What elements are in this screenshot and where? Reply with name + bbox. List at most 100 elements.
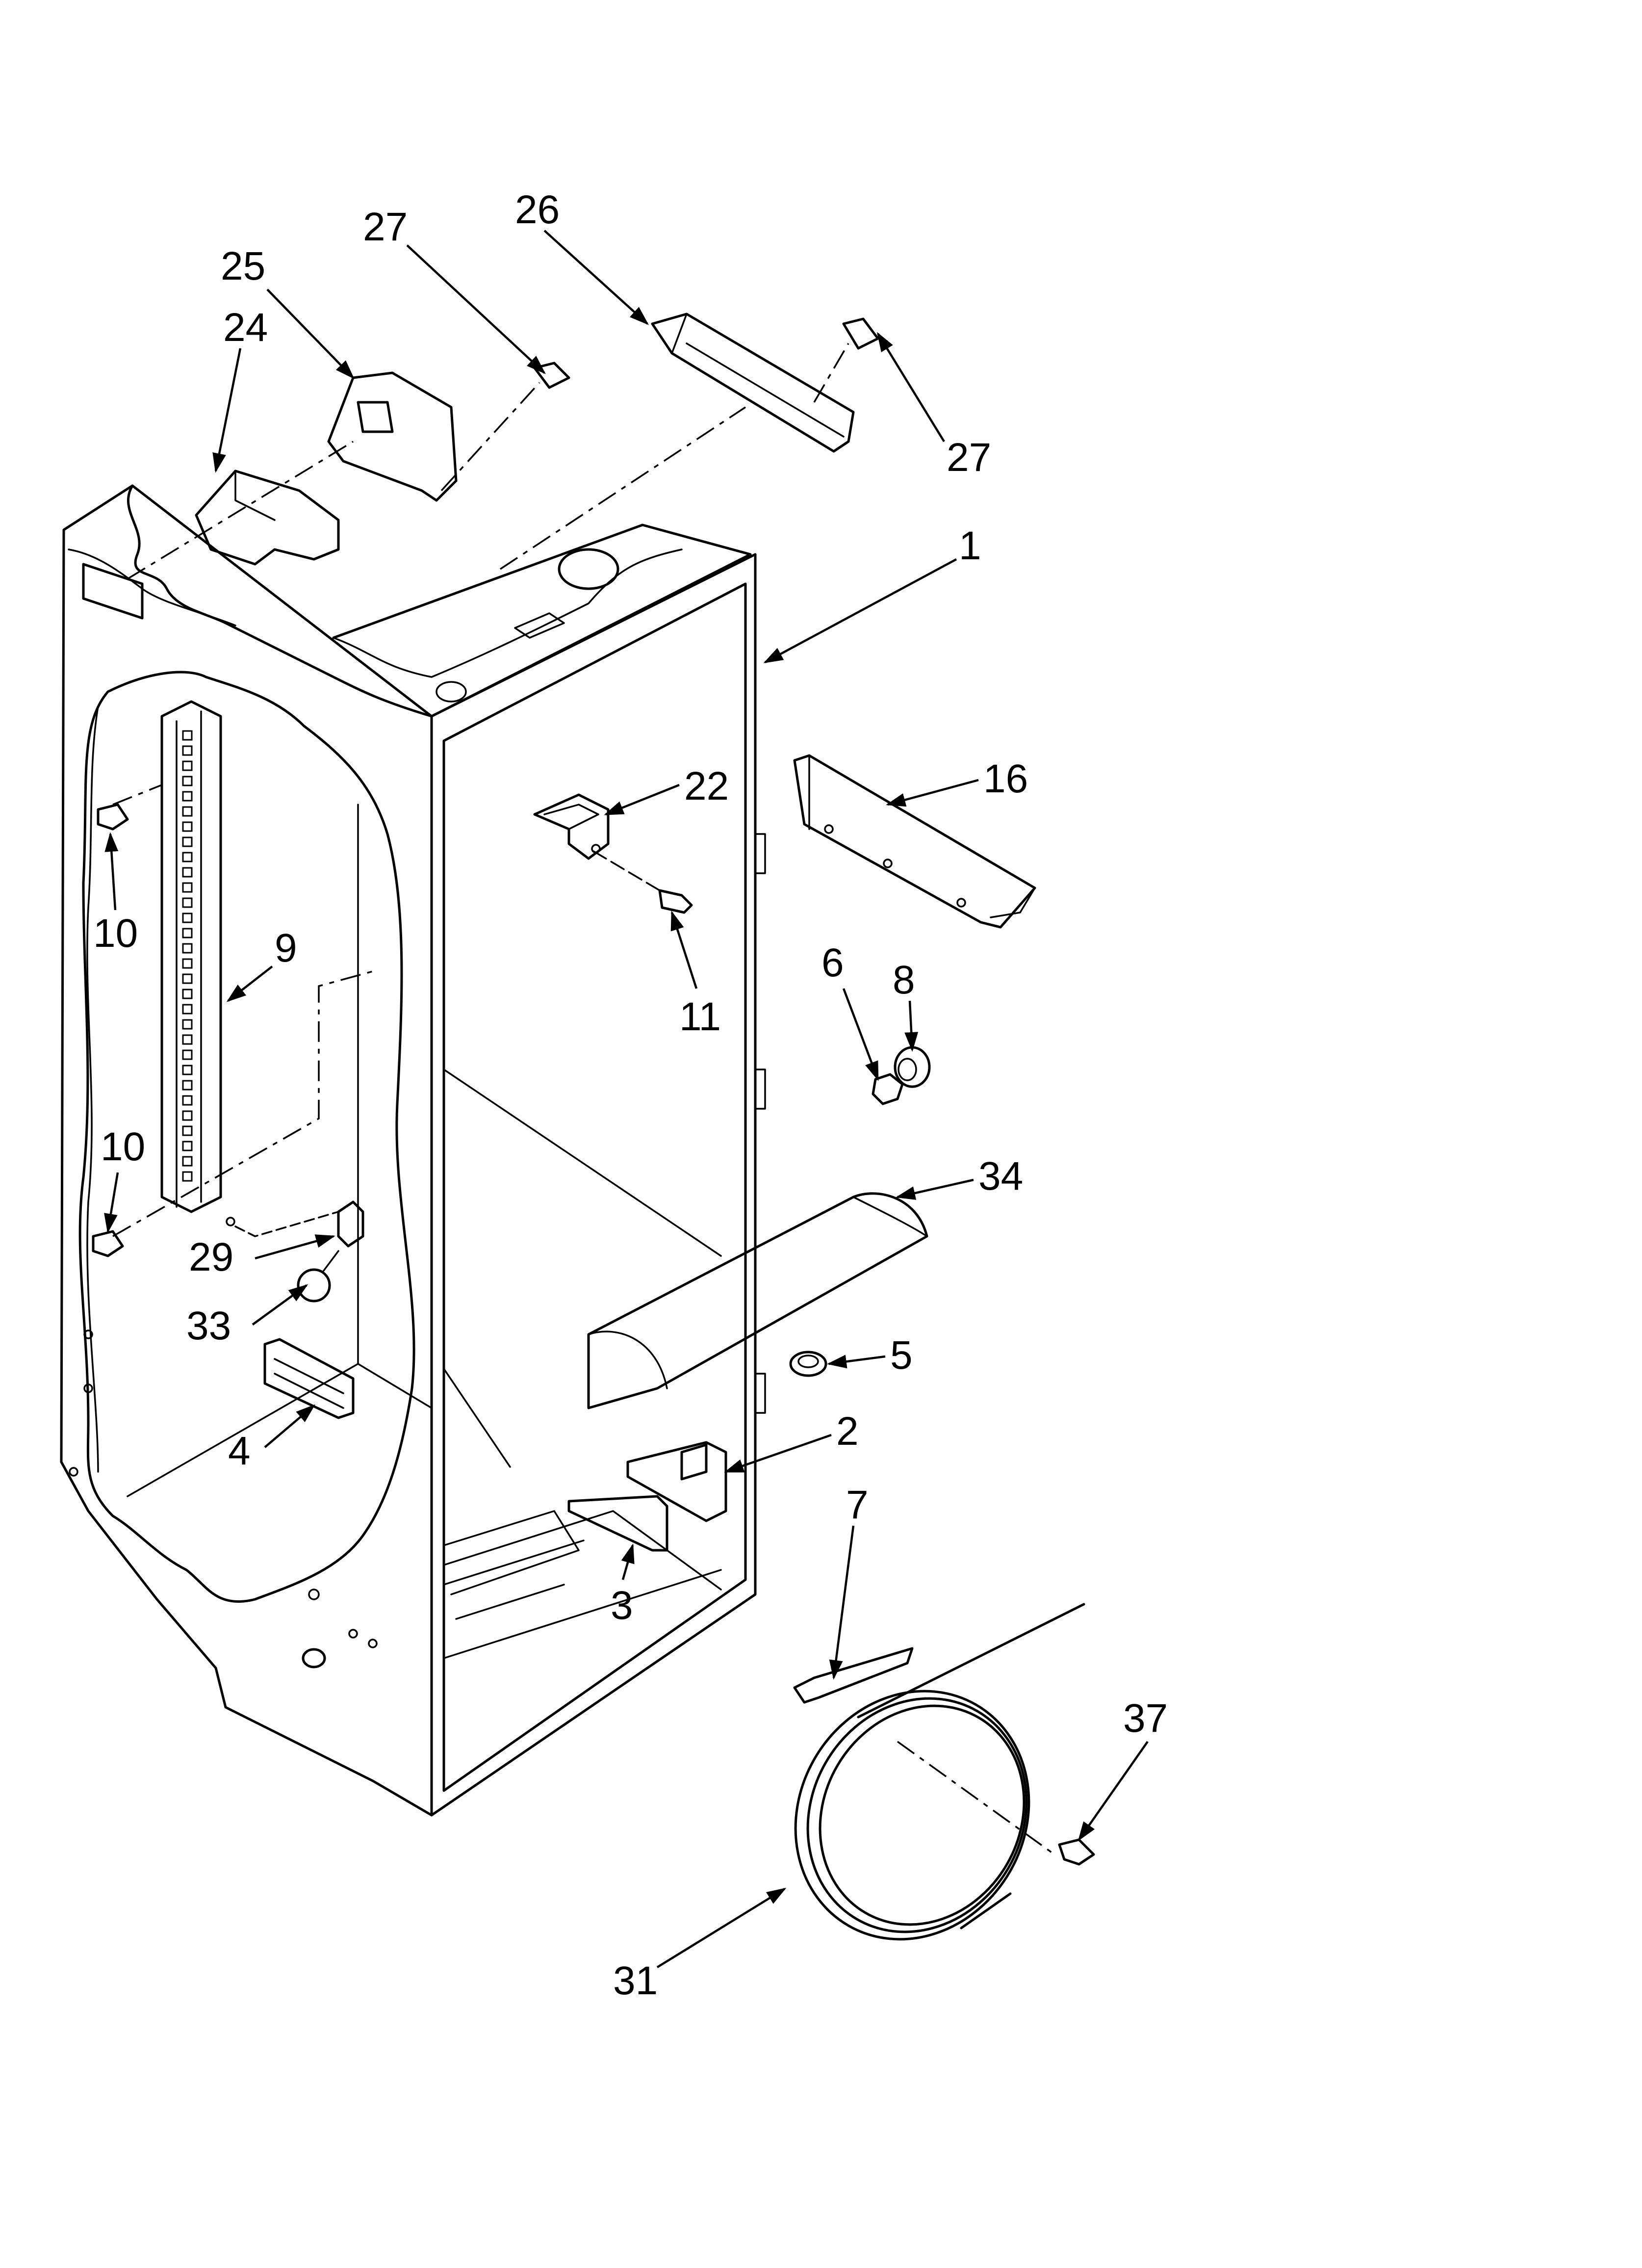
rail-slot xyxy=(182,745,193,756)
leader-10-bottom xyxy=(104,1172,119,1233)
leader-33 xyxy=(252,1284,308,1326)
callout-16: 16 xyxy=(983,756,1028,801)
callout-7: 7 xyxy=(846,1483,869,1527)
rail-slot xyxy=(182,1125,193,1136)
plug-5 xyxy=(789,1351,827,1377)
leader-5 xyxy=(827,1355,886,1369)
callout-2: 2 xyxy=(836,1409,859,1454)
leader-6 xyxy=(842,988,879,1081)
leader-27-top xyxy=(406,244,546,374)
screw-10b xyxy=(92,1230,124,1257)
rail-slot xyxy=(182,852,193,862)
rail-slot xyxy=(182,1080,193,1091)
bulb-33 xyxy=(297,1250,339,1303)
leader-37 xyxy=(1078,1741,1149,1842)
rail-slot xyxy=(182,1049,193,1060)
callout-1: 1 xyxy=(959,523,981,568)
lamp-socket-29 xyxy=(226,1200,364,1248)
leader-24 xyxy=(212,348,242,473)
leader-25 xyxy=(266,288,355,379)
callout-24: 24 xyxy=(223,305,268,350)
leader-10-top xyxy=(104,832,119,911)
bumper-8 xyxy=(894,1046,931,1088)
leader-3 xyxy=(621,1543,635,1580)
water-tube-31 xyxy=(794,1603,1085,1941)
callout-4: 4 xyxy=(228,1429,251,1473)
rail-slot xyxy=(182,1065,193,1075)
callout-29: 29 xyxy=(189,1235,233,1279)
grille-4 xyxy=(263,1338,355,1419)
callout-31: 31 xyxy=(613,1958,658,2003)
bracket-25 xyxy=(327,371,458,502)
leader-16 xyxy=(886,779,979,807)
rail-slot xyxy=(182,958,193,969)
rail-slot xyxy=(182,1095,193,1106)
trough-16 xyxy=(793,754,1036,929)
rail-slot xyxy=(182,1141,193,1151)
leader-4 xyxy=(264,1404,316,1448)
bracket-2 xyxy=(626,1441,727,1522)
rail-slot xyxy=(182,912,193,923)
leader-7 xyxy=(829,1525,855,1680)
leader-31 xyxy=(656,1887,787,1968)
callout-25: 25 xyxy=(221,244,265,288)
leader-29 xyxy=(255,1234,335,1260)
bracket-3 xyxy=(567,1495,668,1552)
rail-slot xyxy=(182,973,193,984)
callout-9: 9 xyxy=(275,926,297,970)
leader-2 xyxy=(724,1434,832,1473)
leader-9 xyxy=(226,965,273,1002)
rail-slot xyxy=(182,897,193,908)
control-24 xyxy=(195,469,340,566)
callout-33: 33 xyxy=(186,1303,231,1348)
rail-slot xyxy=(182,882,193,893)
cabinet-liner xyxy=(60,484,766,1817)
callout-3: 3 xyxy=(611,1583,633,1628)
rail-slot xyxy=(182,1171,193,1182)
rail-slot xyxy=(182,1156,193,1167)
rail-slot xyxy=(182,1004,193,1015)
leader-1 xyxy=(763,558,957,663)
screw-37 xyxy=(1058,1838,1095,1866)
callout-27-top: 27 xyxy=(363,205,408,249)
rail-slot xyxy=(182,836,193,847)
rail-slot xyxy=(182,1110,193,1121)
callout-6: 6 xyxy=(821,940,844,985)
rail-slot xyxy=(182,867,193,878)
leader-11 xyxy=(670,911,698,989)
screw-10a xyxy=(97,803,129,831)
fastener-6 xyxy=(872,1073,904,1105)
callout-11: 11 xyxy=(679,994,721,1039)
screw-11 xyxy=(592,850,693,914)
rail-slot xyxy=(182,791,193,802)
leader-22 xyxy=(604,783,680,816)
rail-slot xyxy=(182,730,193,741)
callout-10-bottom: 10 xyxy=(101,1124,145,1169)
rail-slot xyxy=(182,989,193,999)
cable-tie-7 xyxy=(793,1647,914,1704)
callout-26: 26 xyxy=(515,187,560,232)
leader-34 xyxy=(896,1178,974,1200)
rail-slot xyxy=(182,821,193,832)
channel-26 xyxy=(651,313,855,453)
rail-slot xyxy=(182,760,193,771)
rail-slots xyxy=(182,730,193,1182)
screw-27a xyxy=(533,362,570,389)
callout-5: 5 xyxy=(890,1333,913,1378)
callout-8: 8 xyxy=(893,958,915,1002)
leader-8 xyxy=(904,1000,919,1052)
callout-10-top: 10 xyxy=(93,911,138,956)
bracket-22 xyxy=(533,793,610,860)
rail-slot xyxy=(182,1019,193,1030)
leader-lines xyxy=(104,230,1149,1968)
callout-34: 34 xyxy=(978,1154,1023,1199)
rail-slot xyxy=(182,943,193,954)
rail-slot xyxy=(182,806,193,817)
leader-26 xyxy=(543,230,649,325)
cover-34 xyxy=(587,1192,928,1409)
callout-27-right: 27 xyxy=(947,435,991,480)
rail-slot xyxy=(182,928,193,938)
leader-27-right xyxy=(876,332,945,443)
shelf-ladder-rail xyxy=(160,700,222,1213)
